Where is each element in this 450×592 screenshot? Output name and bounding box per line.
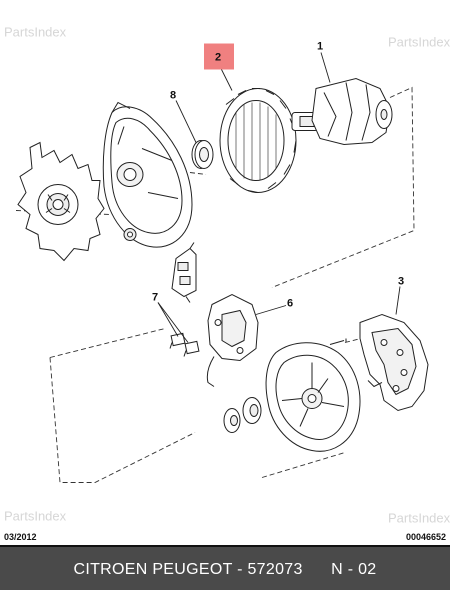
rectifier-part-3 <box>359 313 429 412</box>
brush-bracket-upper <box>171 242 197 303</box>
callout-leaders <box>157 52 401 343</box>
front-housing <box>102 101 193 248</box>
footer-title: CITROEN PEUGEOT - 572073 N - 02 <box>73 561 377 578</box>
callout-2-label: 2 <box>215 52 221 64</box>
watermark-bottom-right: PartsIndex <box>388 511 450 526</box>
footer-date-code: 03/2012 <box>4 532 37 542</box>
callout-2-highlight <box>204 43 234 70</box>
callout-3-label: 3 <box>398 276 404 288</box>
assembly-outline-upper <box>15 86 415 288</box>
brush-set-part-7 <box>169 332 200 357</box>
pulley-fan <box>17 141 105 262</box>
rear-housing <box>265 338 361 452</box>
rear-bearing <box>223 397 262 433</box>
bearing-part-8 <box>191 140 214 169</box>
footer-bar: CITROEN PEUGEOT - 572073 N - 02 <box>0 545 450 590</box>
rotor-part-1 <box>291 77 393 146</box>
callout-7-label: 7 <box>152 292 158 304</box>
regulator-part-6 <box>206 293 259 387</box>
callout-1-label: 1 <box>317 41 323 53</box>
footer-ref-code: 00046652 <box>405 532 446 542</box>
watermark-top-right: PartsIndex <box>388 35 450 50</box>
stator-part-2 <box>219 88 297 193</box>
callout-6-label: 6 <box>287 298 293 310</box>
watermark-bottom-left: PartsIndex <box>4 509 67 524</box>
watermark-top-left: PartsIndex <box>4 25 67 40</box>
callout-8-label: 8 <box>170 90 176 102</box>
